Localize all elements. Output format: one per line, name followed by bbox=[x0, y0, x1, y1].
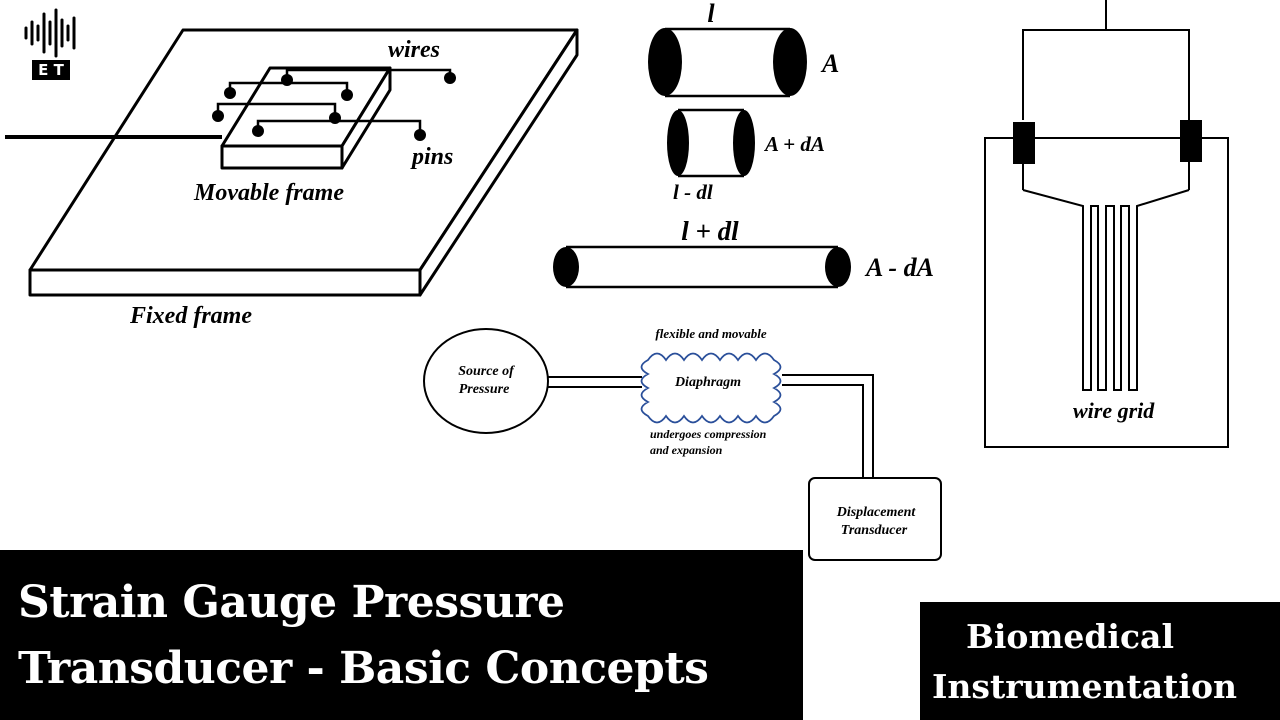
cylinder-compressed bbox=[667, 108, 755, 178]
pin bbox=[281, 74, 293, 86]
title-banner: Strain Gauge Pressure Transducer - Basic… bbox=[0, 550, 803, 720]
logo-text: E T bbox=[38, 61, 64, 79]
pin bbox=[252, 125, 264, 137]
length-label-compressed: l - dl bbox=[673, 180, 713, 204]
pressure-tubing bbox=[548, 374, 874, 483]
pin bbox=[224, 87, 236, 99]
diaphragm bbox=[640, 352, 782, 424]
diaphragm-label: Diaphragm bbox=[674, 375, 741, 390]
cylinder-stretched bbox=[553, 245, 851, 289]
wires-label: wires bbox=[388, 37, 440, 63]
area-label-stretched: A - dA bbox=[864, 253, 934, 282]
tag-line-1: Biomedical bbox=[966, 617, 1174, 656]
pin bbox=[329, 112, 341, 124]
wire-grid-gauge bbox=[984, 0, 1229, 448]
category-tag: Biomedical Instrumentation bbox=[920, 602, 1280, 720]
transducer-label-line2: Transducer bbox=[841, 523, 908, 538]
area-label-original: A bbox=[820, 49, 839, 78]
wire-grid-label: wire grid bbox=[1073, 398, 1155, 423]
length-label-stretched: l + dl bbox=[681, 216, 739, 246]
area-label-compressed: A + dA bbox=[763, 132, 825, 156]
pins-label: pins bbox=[410, 144, 453, 170]
length-label-original: l bbox=[707, 0, 715, 28]
movable-frame-label: Movable frame bbox=[193, 180, 344, 206]
tag-line-2: Instrumentation bbox=[932, 667, 1237, 706]
terminal-left bbox=[1013, 122, 1035, 164]
title-line-1: Strain Gauge Pressure bbox=[18, 577, 565, 628]
terminal-right bbox=[1180, 120, 1202, 162]
cylinder-original bbox=[648, 27, 807, 98]
flexible-note: flexible and movable bbox=[655, 326, 766, 341]
transducer-label-line1: Displacement bbox=[836, 505, 917, 520]
fixed-frame-label: Fixed frame bbox=[129, 303, 252, 329]
pins bbox=[212, 72, 456, 141]
pin bbox=[414, 129, 426, 141]
compression-note-line2: and expansion bbox=[650, 443, 723, 457]
pin bbox=[212, 110, 224, 122]
displacement-transducer bbox=[808, 477, 942, 561]
source-label-line2: Pressure bbox=[459, 382, 510, 397]
compression-note-line1: undergoes compression bbox=[650, 427, 767, 441]
pressure-source bbox=[423, 328, 549, 434]
pin bbox=[341, 89, 353, 101]
source-label-line1: Source of bbox=[458, 364, 515, 379]
sound-wave-icon: E T bbox=[24, 8, 76, 80]
pin bbox=[444, 72, 456, 84]
title-line-2: Transducer - Basic Concepts bbox=[18, 643, 709, 694]
et-logo: E T bbox=[22, 8, 82, 82]
